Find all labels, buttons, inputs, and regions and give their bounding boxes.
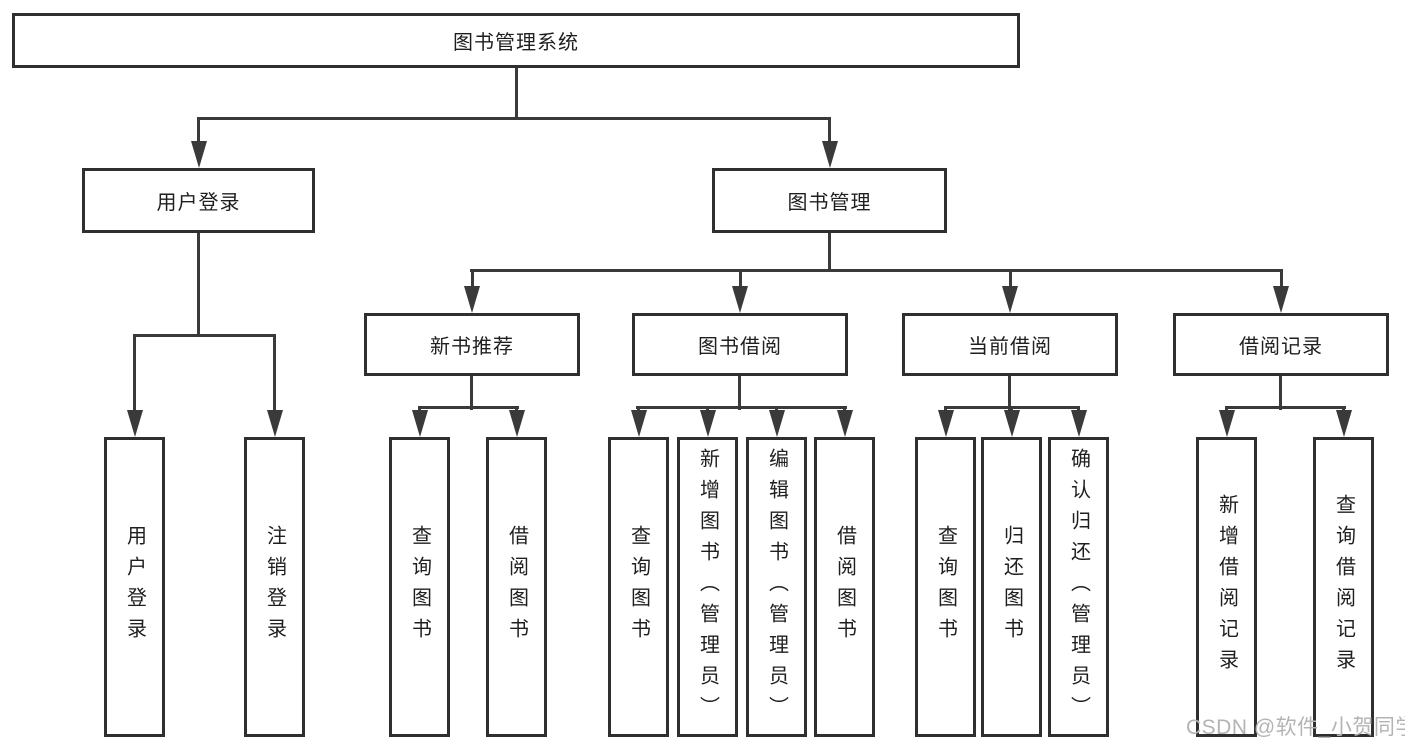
leaf-label: 用户登录 [123, 525, 146, 649]
arrow-down-icon [1219, 410, 1235, 437]
connector-line-v [738, 374, 741, 410]
connector-line-v [197, 231, 200, 336]
node-root: 图书管理系统 [12, 13, 1020, 68]
connector-line-h [1225, 406, 1346, 409]
leaf-label: 查询图书 [408, 525, 431, 649]
arrow-down-icon [769, 410, 785, 437]
leaf-label: 查询图书 [627, 525, 650, 649]
arrow-down-icon [464, 286, 480, 313]
connector-line-h [470, 269, 1283, 272]
leaf-label: 借阅图书 [833, 525, 856, 649]
arrow-down-icon [1273, 286, 1289, 313]
connector-line-v [273, 334, 276, 412]
leaf-add-books-admin: 新增图书（管理员） [677, 437, 738, 737]
node-new-book-recommend: 新书推荐 [364, 313, 580, 376]
leaf-label: 借阅图书 [505, 525, 528, 649]
connector-line-v [828, 117, 831, 145]
arrow-down-icon [938, 410, 954, 437]
node-label: 当前借阅 [968, 336, 1052, 358]
node-label: 借阅记录 [1239, 336, 1323, 358]
leaf-label: 注销登录 [263, 525, 286, 649]
leaf-confirm-return-admin: 确认归还（管理员） [1048, 437, 1109, 737]
arrow-down-icon [732, 286, 748, 313]
connector-line-v [470, 374, 473, 410]
node-label: 用户登录 [156, 192, 241, 214]
arrow-down-icon [127, 410, 143, 437]
leaf-add-borrow-record: 新增借阅记录 [1196, 437, 1257, 737]
connector-line-h [197, 117, 831, 120]
connector-line-v [133, 334, 136, 412]
connector-line-v [471, 269, 474, 289]
arrow-down-icon [1002, 286, 1018, 313]
arrow-down-icon [822, 141, 838, 168]
connector-line-v [828, 231, 831, 272]
leaf-label: 查询借阅记录 [1332, 494, 1355, 680]
arrow-down-icon [509, 410, 525, 437]
arrow-down-icon [1071, 410, 1087, 437]
node-label: 图书管理 [787, 192, 872, 214]
leaf-user-login: 用户登录 [104, 437, 165, 737]
connector-line-h [418, 406, 519, 409]
arrow-down-icon [700, 410, 716, 437]
node-label: 新书推荐 [430, 336, 514, 358]
connector-line-v [1279, 374, 1282, 410]
leaf-label: 确认归还（管理员） [1067, 447, 1090, 727]
leaf-label: 新增借阅记录 [1215, 494, 1238, 680]
connector-line-v [515, 66, 518, 120]
node-user-login: 用户登录 [82, 168, 315, 233]
leaf-label: 编辑图书（管理员） [765, 447, 788, 727]
leaf-query-borrow-record: 查询借阅记录 [1313, 437, 1374, 737]
leaf-edit-books-admin: 编辑图书（管理员） [746, 437, 807, 737]
arrow-down-icon [1004, 410, 1020, 437]
connector-line-v [1008, 374, 1011, 410]
node-current-borrow: 当前借阅 [902, 313, 1118, 376]
arrow-down-icon [191, 141, 207, 168]
arrow-down-icon [837, 410, 853, 437]
arrow-down-icon [267, 410, 283, 437]
connector-line-h [636, 406, 847, 409]
node-book-management: 图书管理 [712, 168, 947, 233]
arrow-down-icon [1336, 410, 1352, 437]
leaf-return-books: 归还图书 [981, 437, 1042, 737]
leaf-query-books: 查询图书 [389, 437, 450, 737]
leaf-label: 新增图书（管理员） [696, 447, 719, 727]
leaf-borrow-books: 借阅图书 [486, 437, 547, 737]
connector-line-v [739, 269, 742, 289]
node-root-label: 图书管理系统 [453, 32, 579, 54]
leaf-query-books: 查询图书 [915, 437, 976, 737]
leaf-logout: 注销登录 [244, 437, 305, 737]
leaf-label: 归还图书 [1000, 525, 1023, 649]
leaf-borrow-books: 借阅图书 [814, 437, 875, 737]
arrow-down-icon [412, 410, 428, 437]
node-book-borrow: 图书借阅 [632, 313, 848, 376]
node-borrow-record: 借阅记录 [1173, 313, 1389, 376]
connector-line-v [1009, 269, 1012, 289]
leaf-label: 查询图书 [934, 525, 957, 649]
connector-line-v [197, 117, 200, 145]
leaf-query-books: 查询图书 [608, 437, 669, 737]
connector-line-h [133, 334, 276, 337]
node-label: 图书借阅 [698, 336, 782, 358]
watermark: CSDN @软件_小贺同学 [1186, 716, 1405, 739]
connector-line-v [1280, 269, 1283, 289]
arrow-down-icon [631, 410, 647, 437]
